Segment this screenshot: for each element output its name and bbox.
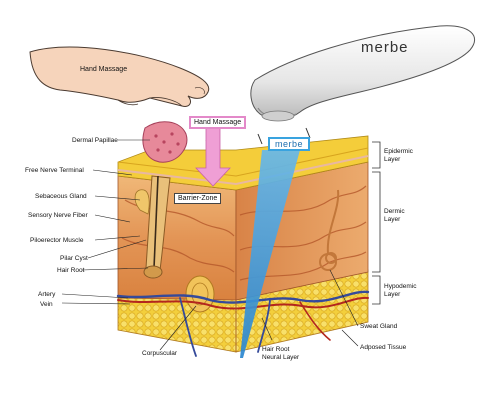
hand-massage-arrow xyxy=(195,127,231,187)
corpuscle-shape xyxy=(185,275,215,313)
dermal-papillae-label: Dermal Papillae xyxy=(72,137,118,144)
sweat-gland-shape xyxy=(319,189,340,271)
pilar-cyst-label: Pilar Cyst xyxy=(60,255,88,262)
adposed-tissue-label: Adposed Tissue xyxy=(360,344,407,351)
merbe-box-label: merbe xyxy=(268,137,311,151)
hand-massage-label-top: Hand Massage xyxy=(80,66,128,73)
piloerector-muscle-label: Piloerector Muscle xyxy=(30,237,84,244)
sebaceous-gland-label: Sebaceous Gland xyxy=(35,193,87,200)
hair-root-label: Hair Root xyxy=(57,267,85,274)
hair-follicle xyxy=(134,175,171,279)
sensory-nerve-fiber-label: Sensory Nerve Fiber xyxy=(28,212,88,219)
dermic-layer-label: Dermic Layer xyxy=(384,208,405,223)
free-nerve-terminal-label: Free Nerve Terminal xyxy=(25,167,84,174)
merbe-device xyxy=(250,25,476,122)
leader-lines xyxy=(61,139,359,351)
hand-illustration xyxy=(29,46,210,107)
epidermic-layer-label: Epidermic Layer xyxy=(384,148,413,163)
vein-label: Vein xyxy=(40,301,53,308)
hair-root-neural-layer-label: Hair Root Neural Layer xyxy=(262,346,300,361)
barrier-zone-label: Barrier-Zone xyxy=(174,193,222,204)
sweat-gland-label: Sweat Gland xyxy=(360,323,398,330)
merbe-beam xyxy=(240,150,300,358)
hypodermic-layer-label: Hypodemic Layer xyxy=(384,283,417,298)
artery-label: Artery xyxy=(38,291,56,298)
corpuscular-label: Corpuscular xyxy=(142,350,178,357)
device-brand-text: merbe xyxy=(361,39,409,56)
layer-brackets xyxy=(372,141,381,305)
hand-massage-box-label: Hand Massage xyxy=(189,116,247,129)
